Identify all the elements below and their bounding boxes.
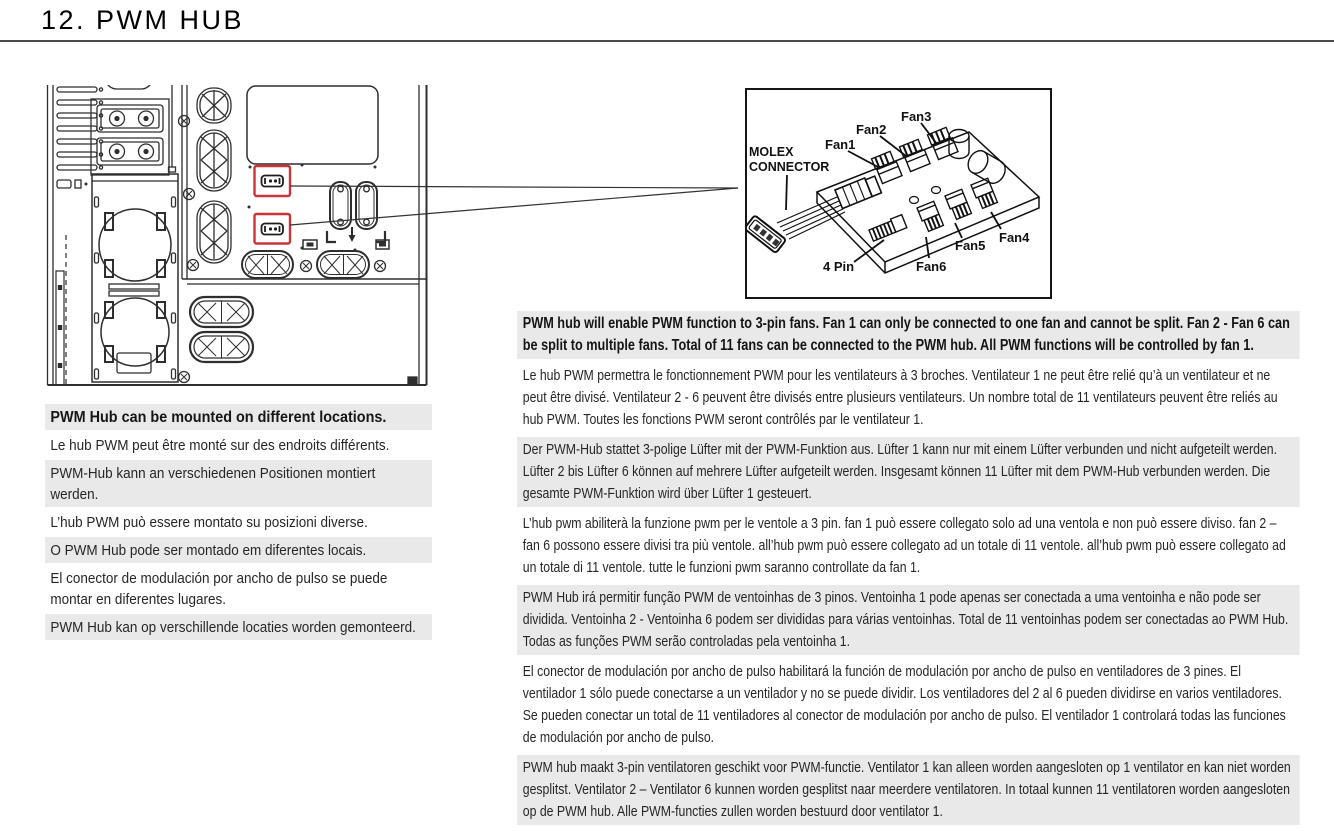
fan3-connector [926, 126, 959, 161]
fan6-connector [916, 200, 945, 233]
pwm-hub-diagram: Fan3 Fan2 Fan1 MOLEX CONNECTOR Fan4 Fan5… [745, 88, 1052, 299]
molex-connector-label-line1: MOLEX [749, 145, 794, 159]
description-nl: PWM hub maakt 3-pin ventilatoren geschik… [517, 755, 1300, 825]
fan4-connector [970, 177, 999, 210]
title-rule [0, 40, 1334, 42]
fan-bracket [91, 173, 179, 383]
label-leader-lines [785, 122, 1002, 263]
fan4-label: Fan4 [999, 230, 1030, 245]
molex-header-block [833, 175, 883, 210]
4pin-label: 4 Pin [823, 259, 854, 274]
description-es: El conector de modulación por ancho de p… [522, 663, 1286, 746]
vent-grilles [196, 85, 379, 264]
cable-grommets [247, 163, 390, 252]
pwm-hub-art: Fan3 Fan2 Fan1 MOLEX CONNECTOR Fan4 Fan5… [747, 109, 1041, 274]
bottom-vents [188, 250, 370, 364]
mount-note-en: PWM Hub can be mounted on different loca… [45, 404, 432, 430]
drive-cage [56, 86, 170, 176]
case-illustration [46, 85, 428, 386]
capacitors [908, 128, 1006, 205]
fan5-connector [944, 188, 973, 221]
description-en: PWM hub will enable PWM function to 3-pi… [517, 311, 1300, 359]
mount-locations-notes: PWM Hub can be mounted on different loca… [45, 404, 432, 642]
fan3-label: Fan3 [901, 109, 931, 124]
mount-note-it: L’hub PWM può essere montato su posizion… [50, 513, 368, 531]
hub-location-1-highlight [253, 164, 292, 198]
molex-cables [776, 196, 846, 240]
fan1-label: Fan1 [825, 137, 855, 152]
mount-note-nl: PWM Hub kan op verschillende locaties wo… [45, 614, 432, 640]
hub-connector-icons [260, 174, 284, 236]
description-pt: PWM Hub irá permitir função PWM de vento… [517, 585, 1300, 655]
case-frame [46, 85, 428, 386]
callout-lines [289, 185, 739, 226]
molex-connector-label-line2: CONNECTOR [749, 160, 829, 174]
mount-note-fr: Le hub PWM peut être monté sur des endro… [50, 436, 390, 454]
description-it: L’hub pwm abiliterà la funzione pwm per … [522, 515, 1286, 576]
screws [177, 114, 387, 384]
4pin-connector [868, 213, 908, 243]
fan2-label: Fan2 [856, 122, 886, 137]
mount-note-pt: O PWM Hub pode ser montado em diferentes… [45, 537, 432, 563]
molex-connector [747, 215, 786, 254]
pwm-descriptions: PWM hub will enable PWM function to 3-pi… [517, 311, 1300, 829]
fan1-connector [870, 150, 903, 185]
fan5-label: Fan5 [955, 238, 985, 253]
mount-note-es: El conector de modulación por ancho de p… [50, 569, 388, 608]
page-title: 12. PWM HUB [41, 5, 245, 35]
description-de: Der PWM-Hub stattet 3-polige Lüfter mit … [517, 437, 1300, 507]
pwm-hub-location-highlights [253, 164, 292, 245]
mount-note-de: PWM-Hub kann an verschiedenen Positionen… [45, 460, 432, 507]
fan6-label: Fan6 [916, 259, 946, 274]
description-fr: Le hub PWM permettra le fonctionnement P… [522, 367, 1278, 428]
hub-location-2-highlight [253, 212, 292, 245]
